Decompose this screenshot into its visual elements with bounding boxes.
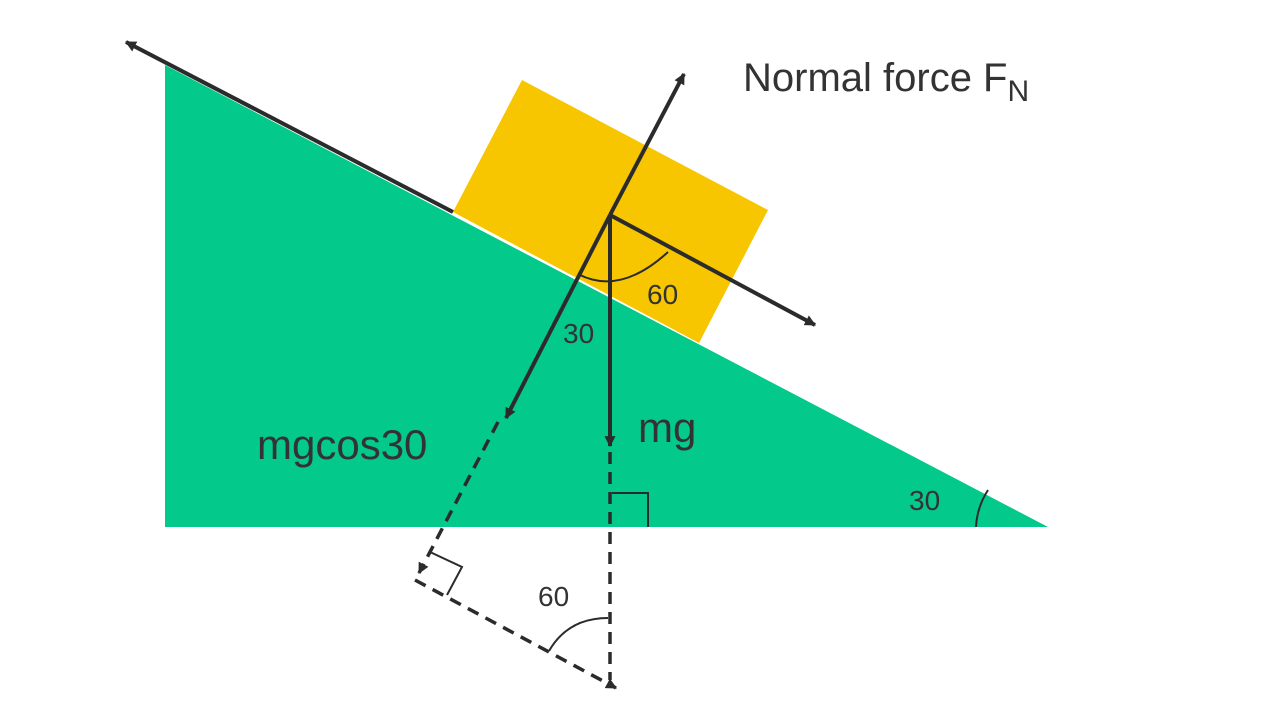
angle-arc-60-block [577,251,669,283]
down-slope-arrow [609,213,816,327]
up-slope-arrow [125,40,454,214]
incline-wedge [165,65,1048,527]
right-angle-mark-triangle [429,551,464,596]
normal-force-subscript: N [1008,75,1030,108]
normal-force-text: Normal force F [743,56,1008,100]
triangle-dashed-side [414,578,617,690]
normal-force-label: Normal force FN [743,56,1029,108]
mgcos30-arrow [504,214,612,419]
angle-60-block-label: 60 [647,279,678,310]
angle-arc-30-incline [975,489,989,528]
angle-30-incline-label: 30 [909,485,940,516]
mgcos30-label: mgcos30 [257,421,427,468]
angle-arc-60-triangle [548,617,609,652]
angle-30-vector-label: 30 [563,318,594,349]
angle-60-triangle-label: 60 [538,581,569,612]
normal-force-arrow [608,73,686,216]
right-angle-mark-ground [612,492,649,527]
weight-label: mg [638,404,696,451]
mgcos30-dashed-extension [417,421,500,574]
